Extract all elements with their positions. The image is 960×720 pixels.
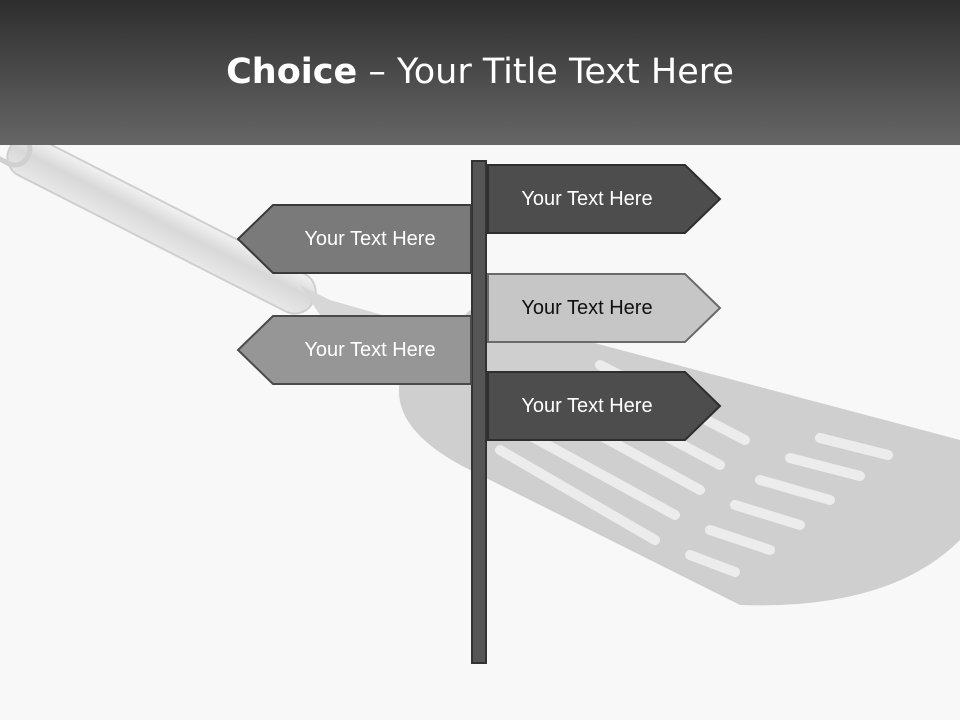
sign-right-3[interactable]: Your Text Here <box>487 371 723 443</box>
sign-left-2[interactable]: Your Text Here <box>236 315 472 387</box>
sign-right-1-label: Your Text Here <box>521 188 653 210</box>
sign-left-1-shape <box>236 204 472 274</box>
sign-right-3-shape <box>487 371 722 441</box>
sign-left-2-shape <box>236 315 472 385</box>
sign-right-1-shape <box>487 164 722 234</box>
sign-left-1[interactable]: Your Text Here <box>236 204 472 276</box>
sign-right-3-label: Your Text Here <box>521 395 653 417</box>
sign-left-1-label: Your Text Here <box>304 228 436 250</box>
slide-title: Choice – Your Title Text Here <box>0 52 960 92</box>
sign-left-2-label: Your Text Here <box>304 339 436 361</box>
title-banner: Choice – Your Title Text Here <box>0 0 960 145</box>
sign-right-2-label: Your Text Here <box>521 297 653 319</box>
sign-right-1[interactable]: Your Text Here <box>487 164 723 236</box>
sign-right-2[interactable]: Your Text Here <box>487 273 723 345</box>
title-bold: Choice <box>226 52 358 92</box>
sign-right-2-shape <box>487 273 722 343</box>
signpost-pole <box>471 160 487 664</box>
title-rest: – Your Title Text Here <box>357 52 734 92</box>
